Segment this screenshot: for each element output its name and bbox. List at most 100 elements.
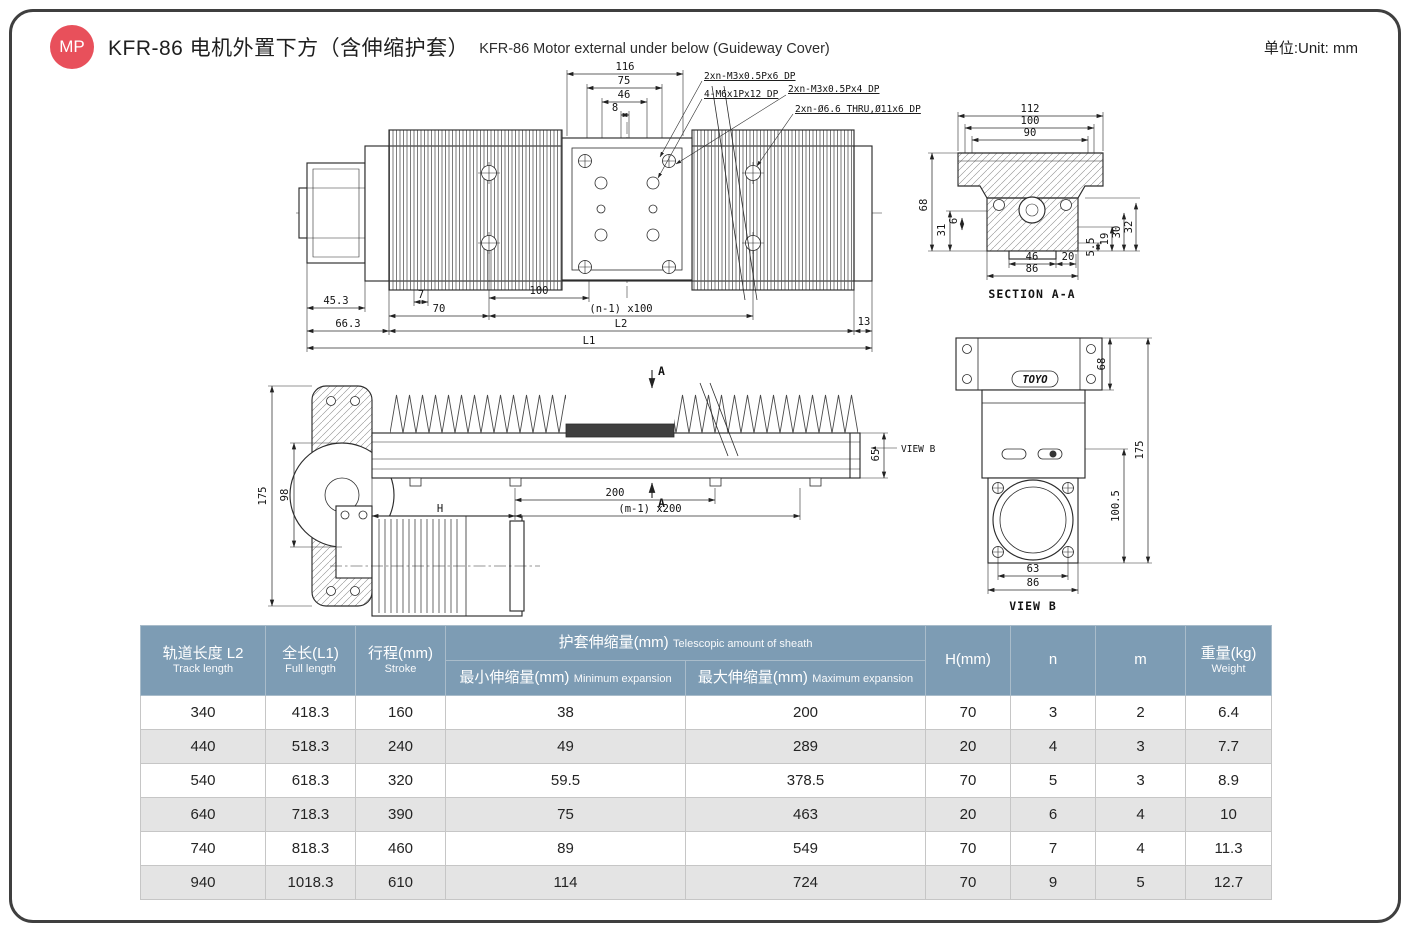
dim-30: 30 <box>1111 226 1123 239</box>
bellows-right <box>691 129 855 291</box>
dim-7: 7 <box>418 289 424 301</box>
mp-badge: MP <box>50 25 94 69</box>
dim-116: 116 <box>616 61 635 73</box>
dim-66-3: 66.3 <box>335 318 360 330</box>
dim-L2: L2 <box>615 318 628 330</box>
dim-175-viewb: 175 <box>1134 441 1146 460</box>
spec-cell: 463 <box>684 797 927 832</box>
spec-cell: 460 <box>355 831 446 866</box>
section-mark-top: A <box>658 364 666 378</box>
dim-100: 100 <box>530 285 549 297</box>
spec-cell: 12.7 <box>1185 865 1273 900</box>
spec-cell: 70 <box>925 831 1012 866</box>
dim-19: 19 <box>1099 233 1111 246</box>
spec-cell: 418.3 <box>265 695 356 730</box>
header-h: H(mm) <box>945 651 991 669</box>
dim-175-side: 175 <box>257 487 269 506</box>
spec-cell: 1018.3 <box>265 865 356 900</box>
header-full-en: Full length <box>285 663 336 676</box>
header-stroke-en: Stroke <box>384 663 417 676</box>
break-lines <box>711 85 758 301</box>
brand-logo: TOYO <box>1022 374 1047 386</box>
top-view-dims-below: 45.3 7 70 100 (n-1) x100 66.3 L2 13 L1 <box>306 251 873 352</box>
spec-cell: 610 <box>355 865 446 900</box>
header-track-cn: 轨道长度 L2 <box>162 644 244 662</box>
brand-logo-frame <box>1011 370 1059 388</box>
col-header-weight: 重量(kg) Weight <box>1185 625 1273 696</box>
spec-cell: 6.4 <box>1185 695 1273 730</box>
rail-side <box>371 432 861 479</box>
callout-thread-2: 4-M6x1Px12 DP <box>704 89 779 100</box>
spec-cell: 940 <box>140 865 266 900</box>
dim-45-3: 45.3 <box>323 295 348 307</box>
header-sheath-cn: 护套伸缩量(mm) <box>558 633 669 651</box>
dim-32: 32 <box>1123 221 1135 234</box>
section-top-plate <box>957 152 1104 199</box>
spec-cell: 8.9 <box>1185 763 1273 798</box>
top-view: 116 75 46 8 2xn-M3x0.5Px6 DP 4-M6x1Px12 … <box>296 61 921 352</box>
dim-L1: L1 <box>583 335 596 347</box>
header-max-en: Maximum expansion <box>812 672 914 685</box>
motor-circle <box>992 479 1074 561</box>
dim-86-viewb: 86 <box>1027 577 1040 589</box>
col-header-track-length: 轨道长度 L2 Track length <box>140 625 266 696</box>
spec-cell: 49 <box>445 729 686 764</box>
spec-cell: 70 <box>925 763 1012 798</box>
spec-cell: 640 <box>140 797 266 832</box>
spec-cell: 378.5 <box>684 763 927 798</box>
spec-cell: 3 <box>1095 729 1187 764</box>
header-weight-cn: 重量(kg) <box>1200 644 1257 662</box>
col-header-max-expansion: 最大伸缩量(mm) Maximum expansion <box>684 660 927 696</box>
page-title-cn: KFR-86 电机外置下方（含伸缩护套） <box>108 37 470 60</box>
spec-table-container: 轨道长度 L2 Track length 全长(L1) Full length … <box>140 625 1273 900</box>
spec-cell: 5 <box>1010 763 1097 798</box>
spec-cell: 11.3 <box>1185 831 1273 866</box>
dim-13: 13 <box>858 316 871 328</box>
spec-cell: 200 <box>684 695 927 730</box>
header-min-en: Minimum expansion <box>573 672 672 685</box>
col-header-full-length: 全长(L1) Full length <box>265 625 356 696</box>
section-aa-view: 112 100 90 68 31 6 46 20 86 5.5 19 30 32… <box>918 103 1140 301</box>
spec-cell: 740 <box>140 831 266 866</box>
dim-46: 46 <box>618 89 631 101</box>
spec-table: 轨道长度 L2 Track length 全长(L1) Full length … <box>140 625 1273 900</box>
spec-cell: 20 <box>925 797 1012 832</box>
dim-75: 75 <box>618 75 631 87</box>
side-view: A A VIEW B 175 98 200 H (m-1) x200 65 <box>257 364 936 617</box>
spec-cell: 4 <box>1095 831 1187 866</box>
dim-86-section: 86 <box>1026 263 1039 275</box>
carriage-side <box>565 423 675 438</box>
spec-cell: 6 <box>1010 797 1097 832</box>
spec-cell: 89 <box>445 831 686 866</box>
dim-112: 112 <box>1021 103 1040 115</box>
dim-200: 200 <box>606 487 625 499</box>
col-header-sheath-group: 护套伸缩量(mm) Telescopic amount of sheath <box>444 625 927 661</box>
col-header-n: n <box>1010 625 1097 696</box>
dim-6: 6 <box>948 218 960 224</box>
motor-block <box>306 162 366 264</box>
dim-70: 70 <box>433 303 446 315</box>
dim-68-section: 68 <box>918 199 930 212</box>
spec-cell: 818.3 <box>265 831 356 866</box>
dim-68-viewb: 68 <box>1096 358 1108 371</box>
technical-drawing: 116 75 46 8 2xn-M3x0.5Px6 DP 4-M6x1Px12 … <box>257 61 1152 617</box>
dim-46-section: 46 <box>1026 251 1039 263</box>
spec-cell: 160 <box>355 695 446 730</box>
bellows-left <box>388 129 563 291</box>
header-min-cn: 最小伸缩量(mm) <box>459 668 570 686</box>
header-n: n <box>1048 651 1058 669</box>
spec-cell: 618.3 <box>265 763 356 798</box>
dim-31: 31 <box>936 224 948 237</box>
unit-label: 单位:Unit: mm <box>1263 39 1358 57</box>
spec-cell: 289 <box>684 729 927 764</box>
header-sheath-en: Telescopic amount of sheath <box>673 637 813 650</box>
viewb-top-plate <box>955 337 1103 391</box>
spec-cell: 390 <box>355 797 446 832</box>
col-header-min-expansion: 最小伸缩量(mm) Minimum expansion <box>445 660 686 696</box>
col-header-h: H(mm) <box>925 625 1012 696</box>
